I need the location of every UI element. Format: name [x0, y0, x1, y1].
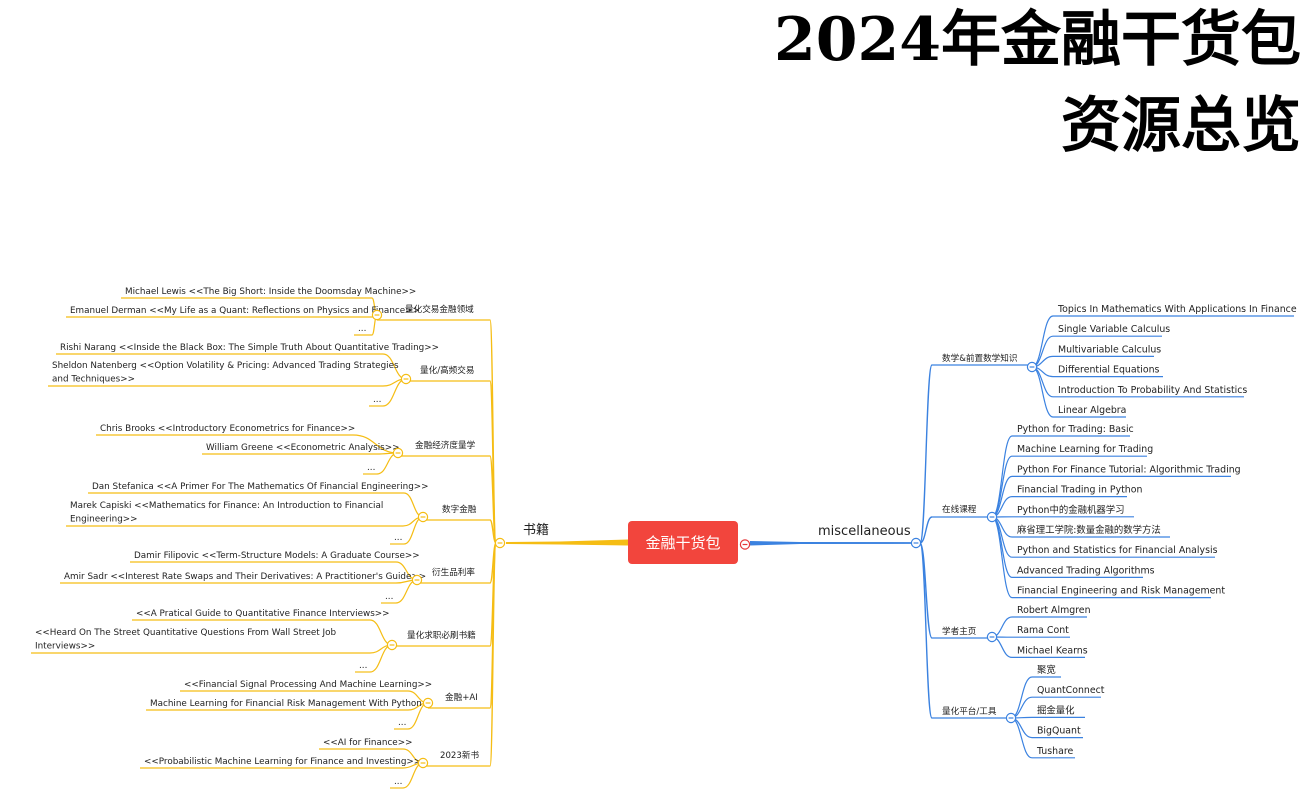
resource-item: Machine Learning for Trading: [1017, 444, 1153, 455]
resource-item: 掘金量化: [1037, 704, 1075, 716]
resource-item: Advanced Trading Algorithms: [1017, 565, 1155, 576]
branch-label-misc: miscellaneous: [818, 524, 911, 539]
resource-item: Financial Engineering and Risk Managemen…: [1017, 586, 1225, 597]
book-item: <<A Pratical Guide to Quantitative Finan…: [136, 609, 390, 619]
root-node[interactable]: 金融干货包: [628, 521, 738, 564]
resource-item: Michael Kearns: [1017, 645, 1088, 656]
group-label: 金融经济度量学: [415, 439, 476, 451]
group-label: 金融+AI: [445, 691, 478, 703]
book-item: Marek Capiski <<Mathematics for Finance:…: [70, 501, 383, 511]
book-item: ...: [394, 533, 402, 543]
resource-item: Multivariable Calculus: [1058, 344, 1161, 355]
group-label: 量化交易金融领域: [405, 303, 474, 315]
resource-item: Python for Trading: Basic: [1017, 424, 1134, 435]
book-item: <<Financial Signal Processing And Machin…: [184, 680, 432, 690]
group-label: 量化/高频交易: [420, 364, 474, 376]
resource-item: Tushare: [1036, 746, 1073, 757]
resource-item: Introduction To Probability And Statisti…: [1058, 385, 1247, 396]
connector-line: [1031, 366, 1054, 418]
book-item: Emanuel Derman <<My Life as a Quant: Ref…: [70, 306, 420, 316]
resource-item: Single Variable Calculus: [1058, 324, 1170, 335]
page-title: 2024年金融干货包: [774, 5, 1301, 75]
resource-item: Financial Trading in Python: [1017, 485, 1142, 496]
resource-item: Python and Statistics for Financial Anal…: [1017, 545, 1218, 556]
page-subtitle: 资源总览: [1061, 91, 1301, 161]
root-node-box[interactable]: [628, 521, 738, 564]
book-item: Chris Brooks <<Introductory Econometrics…: [100, 424, 355, 434]
connector-line: [991, 516, 1013, 599]
book-item: <<AI for Finance>>: [323, 738, 412, 748]
book-item: Sheldon Natenberg <<Option Volatility & …: [52, 361, 399, 371]
book-item: ...: [367, 463, 375, 473]
book-item: <<Probabilistic Machine Learning for Fin…: [144, 757, 421, 767]
book-item: Dan Stefanica <<A Primer For The Mathema…: [92, 482, 429, 492]
book-item: <<Heard On The Street Quantitative Quest…: [35, 628, 337, 638]
book-item: ...: [398, 718, 406, 728]
connector-line: [1010, 717, 1033, 759]
connector-line: [919, 364, 933, 544]
branch-label-books: 书籍: [523, 522, 549, 538]
root-node-label: 金融干货包: [645, 534, 720, 552]
book-item: ...: [373, 395, 381, 405]
resource-item: Python For Finance Tutorial: Algorithmic…: [1017, 464, 1241, 475]
book-item: Michael Lewis <<The Big Short: Inside th…: [125, 287, 416, 297]
resource-item: Differential Equations: [1058, 365, 1160, 376]
resource-item: Rama Cont: [1017, 625, 1069, 636]
book-item: ...: [358, 324, 366, 334]
connector-line: [1031, 315, 1054, 368]
book-item: ...: [359, 661, 367, 671]
resource-item: 聚宽: [1037, 664, 1056, 676]
group-label: 量化求职必刷书籍: [407, 629, 476, 641]
group-label: 2023新书: [440, 749, 479, 761]
connector-line: [919, 516, 933, 544]
book-item: Rishi Narang <<Inside the Black Box: The…: [60, 343, 439, 353]
resource-item: BigQuant: [1037, 726, 1081, 737]
book-item-continued: Engineering>>: [70, 515, 138, 525]
resource-item: Robert Almgren: [1017, 605, 1091, 616]
connector-line: [489, 542, 497, 767]
book-item: ...: [385, 592, 393, 602]
connector-line: [991, 435, 1013, 518]
group-label: 数字金融: [442, 503, 477, 515]
group-label: 衍生品利率: [432, 566, 475, 578]
root-left-connector: [506, 539, 628, 546]
book-item: Machine Learning for Financial Risk Mana…: [150, 699, 422, 709]
resource-item: Python中的金融机器学习: [1017, 504, 1125, 516]
resource-item: QuantConnect: [1037, 685, 1105, 696]
group-label: 在线课程: [942, 503, 977, 515]
resource-item: Topics In Mathematics With Applications …: [1057, 304, 1297, 315]
group-label: 数学&前置数学知识: [942, 352, 1018, 364]
book-item: Amir Sadr <<Interest Rate Swaps and Thei…: [64, 572, 426, 582]
group-label: 量化平台/工具: [942, 705, 997, 717]
mindmap-canvas[interactable]: 金融干货包 书籍 量化交易金融领域 Michael Lewis <<The Big S…: [0, 265, 1315, 807]
group-label: 学者主页: [942, 625, 977, 637]
connector-line: [919, 542, 933, 719]
book-item: ...: [394, 777, 402, 787]
resource-item: 麻省理工学院:数量金融的数学方法: [1017, 524, 1161, 536]
resource-item: Linear Algebra: [1058, 405, 1126, 416]
connector-line: [991, 516, 1013, 558]
book-item-continued: and Techniques>>: [52, 375, 135, 385]
book-item-continued: Interviews>>: [35, 642, 95, 652]
book-item: William Greene <<Econometric Analysis>>: [206, 443, 399, 453]
book-item: Damir Filipovic <<Term-Structure Models:…: [134, 551, 420, 561]
